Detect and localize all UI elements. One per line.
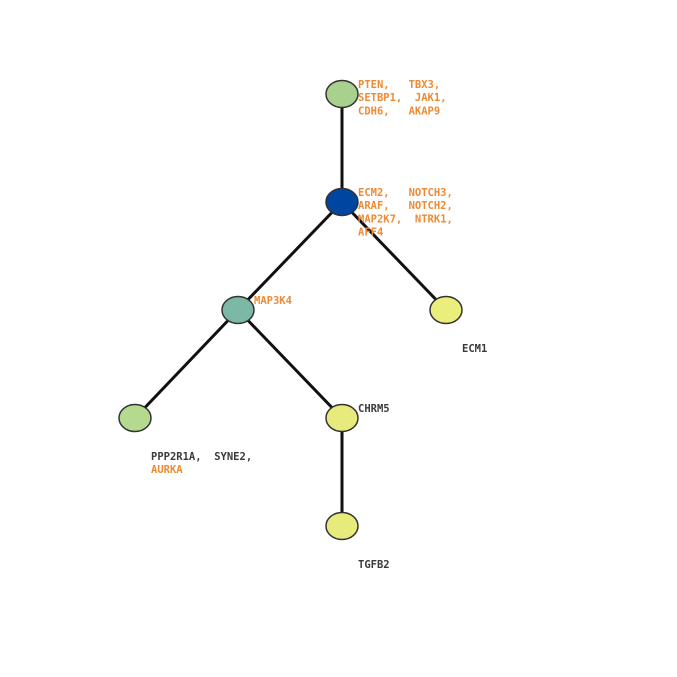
gene-label: TBX3, bbox=[409, 79, 441, 91]
gene-label: ARAF, bbox=[358, 200, 409, 212]
edge-n2-n3 bbox=[236, 200, 344, 312]
gene-label: TGFB2 bbox=[358, 559, 390, 571]
labels: PTEN, TBX3,SETBP1, JAK1, CDH6, AKAP9ECM2,… bbox=[151, 79, 487, 571]
gene-label: MAP3K4 bbox=[254, 295, 292, 307]
gene-label: ECM1 bbox=[462, 343, 487, 355]
node-n4[interactable] bbox=[429, 295, 463, 325]
gene-label: CHRM5 bbox=[358, 403, 390, 415]
edge-n2-n4 bbox=[340, 200, 448, 312]
node-label-n1: PTEN, TBX3,SETBP1, JAK1, CDH6, AKAP9 bbox=[358, 79, 447, 117]
gene-label: AURKA bbox=[151, 464, 183, 476]
gene-label: SYNE2, bbox=[214, 451, 252, 463]
gene-label: MAP2K7, bbox=[358, 213, 415, 225]
node-label-n7: TGFB2 bbox=[358, 559, 390, 571]
gene-label: ECM2, bbox=[358, 187, 409, 199]
edges bbox=[133, 94, 448, 526]
gene-label: NOTCH2, bbox=[409, 200, 453, 212]
node-n2[interactable] bbox=[325, 187, 359, 217]
gene-label: NTRK1, bbox=[415, 213, 453, 225]
edge-n3-n6 bbox=[236, 308, 344, 420]
node-n1[interactable] bbox=[325, 79, 359, 109]
node-label-n4: ECM1 bbox=[462, 343, 487, 355]
node-label-n2: ECM2, NOTCH3,ARAF, NOTCH2,MAP2K7, NTRK1,… bbox=[358, 187, 453, 239]
gene-label: CDH6, bbox=[358, 105, 409, 117]
gene-label: PPP2R1A, bbox=[151, 451, 214, 463]
node-label-n3: MAP3K4 bbox=[254, 295, 292, 307]
gene-label: AFF4 bbox=[358, 227, 383, 239]
node-n5[interactable] bbox=[118, 403, 152, 433]
node-n3[interactable] bbox=[221, 295, 255, 325]
node-n7[interactable] bbox=[325, 511, 359, 541]
nodes bbox=[118, 79, 463, 541]
gene-label: JAK1, bbox=[415, 92, 447, 104]
gene-label: SETBP1, bbox=[358, 92, 415, 104]
gene-label: PTEN, bbox=[358, 79, 409, 91]
node-n6[interactable] bbox=[325, 403, 359, 433]
gene-label: NOTCH3, bbox=[409, 187, 453, 199]
node-label-n5: PPP2R1A, SYNE2, AURKA bbox=[151, 451, 252, 476]
edge-n3-n5 bbox=[133, 308, 240, 420]
gene-label: AKAP9 bbox=[409, 105, 441, 117]
node-label-n6: CHRM5 bbox=[358, 403, 390, 415]
